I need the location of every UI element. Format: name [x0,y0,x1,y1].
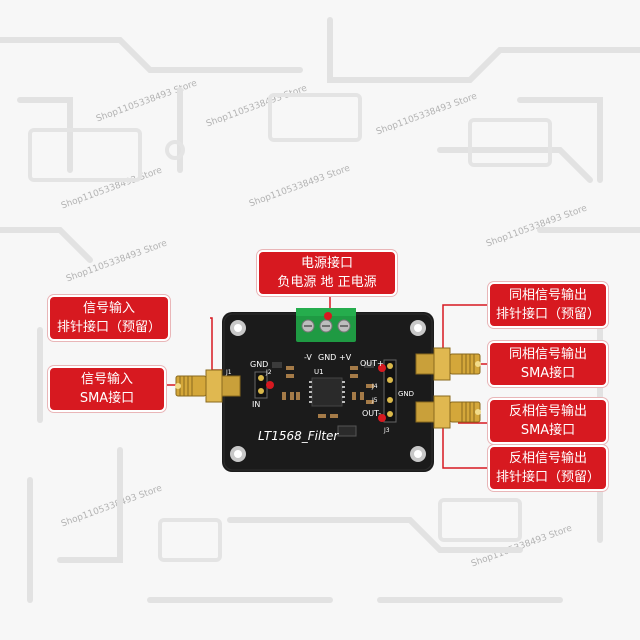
silk-j3: J3 [383,427,390,434]
callout-signal-header-line1: 信号输入 [82,301,135,316]
callout-inverted-sma-line2: SMA接口 [520,423,576,438]
sma-input-connector [175,369,241,403]
callout-signal-input-sma: 信号输入 SMA接口 [48,366,166,412]
output-header-pins [378,359,397,423]
callout-inphase-output-sma: 同相信号输出 SMA接口 [488,341,608,387]
sma-inphase-connector [415,347,481,381]
callout-signal-input-header: 信号输入 排针接口（预留） [48,295,170,341]
input-header-pins [254,371,274,399]
callout-inverted-header-line1: 反相信号输出 [508,451,587,466]
silk-out-plus: OUT+ [360,359,384,368]
silk-j5: J5 [371,397,378,404]
callout-power-interface: 电源接口 负电源 地 正电源 [257,250,397,296]
callout-inverted-output-sma: 反相信号输出 SMA接口 [488,398,608,444]
callout-power-line2: 负电源 地 正电源 [277,275,377,290]
callout-inverted-sma-line1: 反相信号输出 [508,404,587,419]
callout-inphase-output-header: 同相信号输出 排针接口（预留） [488,282,608,328]
silk-j2: J2 [265,369,272,376]
smd-components [282,366,374,418]
pcb-board: -V GND +V U1 [222,308,434,472]
callout-inverted-output-header: 反相信号输出 排针接口（预留） [488,445,608,491]
silk-gnd-top: GND [318,353,336,362]
callout-inphase-header-line2: 排针接口（预留） [495,307,600,322]
background-chip-outlines [28,93,552,562]
callout-inphase-sma-line1: 同相信号输出 [508,347,587,362]
callout-inphase-header-line1: 同相信号输出 [508,288,587,303]
silk-j4: J4 [371,383,378,390]
board-name: LT1568_Filter [258,429,339,443]
sma-inverted-connector [415,395,481,429]
callout-signal-sma-line1: 信号输入 [80,372,133,387]
callout-signal-sma-line2: SMA接口 [79,391,135,406]
silk-out-minus: OUT- [362,409,381,418]
silk-gnd-left: GND [250,360,268,369]
silk-gnd-right: GND [398,390,414,398]
callout-signal-header-line2: 排针接口（预留） [56,320,161,335]
callout-inverted-header-line2: 排针接口（预留） [495,470,600,485]
callout-inphase-sma-line2: SMA接口 [520,366,576,381]
silk-u1: U1 [314,368,324,376]
silk-v-minus: -V [304,353,312,362]
silk-j1: J1 [225,369,232,376]
callout-power-line1: 电源接口 [300,256,353,271]
power-terminal-block [296,308,356,342]
silk-v-plus: +V [339,353,352,362]
silk-in: IN [252,400,260,409]
filter-ic [309,377,345,407]
